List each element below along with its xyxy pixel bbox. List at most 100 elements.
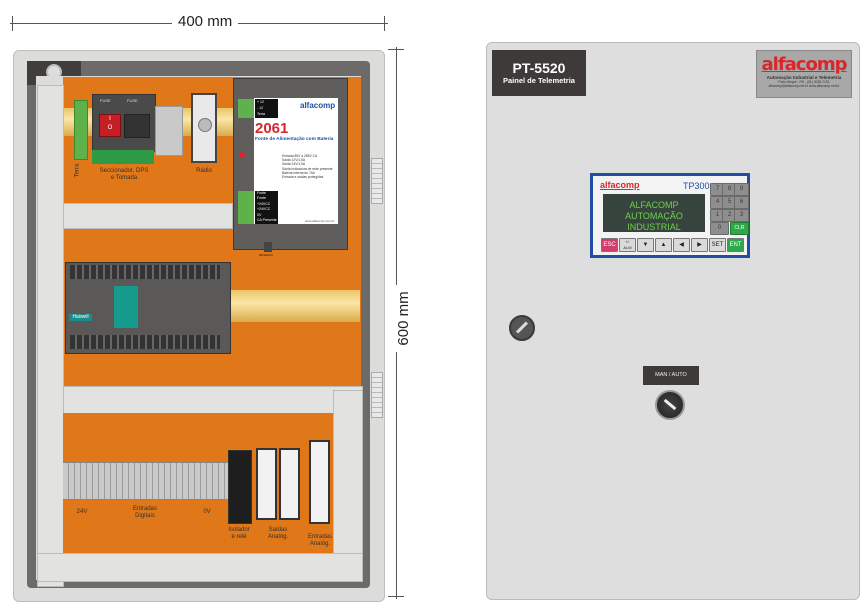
brand-address: Porto Alegre - RS - (51) 3026-7151 bbox=[778, 80, 830, 84]
left-arrow-key[interactable]: ◀ bbox=[673, 238, 690, 252]
brand-tagline: Automação Industrial e Telemetria bbox=[766, 75, 842, 80]
brand-logo-plate: alfacomp Automação Industrial e Telemetr… bbox=[756, 50, 852, 98]
enter-key[interactable]: ENT bbox=[727, 238, 744, 252]
plc-brand-label: Haiwell bbox=[72, 314, 89, 320]
switch-on-label: I bbox=[109, 116, 111, 122]
panel-door bbox=[486, 42, 860, 600]
height-label: 600 mm bbox=[395, 285, 412, 352]
terminal-24v-label: 24V bbox=[76, 509, 88, 515]
numpad-key-7[interactable]: 7 bbox=[710, 183, 725, 196]
ground-bar-label: Terra bbox=[74, 163, 81, 178]
digital-inputs-label: Entradas Digitais bbox=[132, 506, 157, 519]
psu-fuse-label: RESERVA bbox=[259, 253, 274, 257]
hmi-brand-logo: alfacomp bbox=[600, 180, 640, 190]
plc-bottom-terminals bbox=[70, 335, 220, 349]
numpad-key-9[interactable]: 9 bbox=[734, 183, 749, 196]
man-auto-selector-knob[interactable] bbox=[655, 390, 685, 420]
relay-isolator-label: Isolador e relé bbox=[228, 527, 250, 540]
numpad-key-clr[interactable]: CLR bbox=[730, 222, 749, 235]
psu-specs: Entrada 85V a 265V CA Saída 12V/1,5A Saí… bbox=[282, 154, 338, 179]
up-arrow-key[interactable]: ▲ bbox=[655, 238, 672, 252]
plc-brand-badge: Haiwell bbox=[69, 314, 92, 321]
terminal-block-strip bbox=[63, 462, 228, 500]
door-lock-icon[interactable] bbox=[509, 315, 535, 341]
psu-terminal-label: Terra bbox=[257, 112, 265, 116]
alarm-key[interactable]: +/- ALM bbox=[619, 238, 636, 252]
brand-contact: alfacomp@alfacomp.net.br www.alfacomp.ne… bbox=[768, 84, 840, 88]
wire-duct-bottom bbox=[63, 386, 363, 414]
disconnect-terminal-board bbox=[92, 150, 154, 164]
numpad-key-0[interactable]: 0 bbox=[710, 222, 729, 235]
psu-spec-line: Saída indicadora de rede presente bbox=[282, 166, 333, 171]
psu-terminal-label: + 12 bbox=[257, 100, 264, 104]
radio-antenna-connector bbox=[198, 118, 212, 132]
power-switch: I O bbox=[99, 114, 121, 137]
power-socket bbox=[124, 114, 150, 138]
psu-bottom-terminal-labels: Fonte Fonte +24VCC +24VCC 0V CA Presente bbox=[255, 191, 278, 224]
analog-output-module-2 bbox=[279, 448, 300, 520]
circuit-breakers bbox=[155, 106, 183, 156]
hmi-model: TP300 bbox=[683, 181, 710, 191]
down-arrow-key[interactable]: ▼ bbox=[637, 238, 654, 252]
hinge-top bbox=[371, 158, 383, 204]
psu-spec-line: Entrada e saídas protegidas bbox=[282, 175, 324, 180]
psu-terminal-label: +24VCC bbox=[257, 207, 271, 212]
psu-website: www.alfacomp.com.br bbox=[305, 219, 335, 223]
wire-duct-lower bbox=[37, 553, 363, 582]
psu-terminal-label: +24VCC bbox=[257, 201, 271, 206]
width-label: 400 mm bbox=[172, 13, 239, 30]
switch-off-label: O bbox=[107, 125, 113, 131]
psu-terminal-label: 0V bbox=[257, 212, 262, 217]
model-subtitle: Painel de Telemetria bbox=[503, 76, 575, 85]
hinge-bottom bbox=[371, 372, 383, 418]
disconnect-label: Seccionador, DPS e Tomada bbox=[99, 168, 149, 181]
psu-model: 2061 bbox=[255, 120, 289, 137]
radio-label: Rádio bbox=[196, 168, 212, 174]
psu-terminal-label: - 12 bbox=[257, 106, 264, 110]
psu-terminal-label: CA Presente bbox=[257, 218, 277, 223]
fuse-label-1: FUSE bbox=[100, 98, 111, 103]
numpad-key-2[interactable]: 2 bbox=[722, 209, 737, 222]
psu-fuse-holder bbox=[264, 242, 272, 252]
display-line-2: AUTOMAÇÃO INDUSTRIAL bbox=[625, 211, 683, 232]
selector-label: MAN / AUTO bbox=[655, 372, 687, 378]
psu-top-terminal-labels: + 12 - 12 Terra bbox=[255, 99, 278, 118]
esc-key[interactable]: ESC bbox=[601, 238, 618, 252]
wire-duct-right bbox=[333, 390, 363, 582]
display-line-1: ALFACOMP bbox=[629, 200, 679, 210]
psu-title: Fonte de Alimentação com Bateria bbox=[255, 137, 334, 142]
analog-outputs-label: Saídas Analóg. bbox=[267, 527, 289, 540]
terminal-0v-label: 0V bbox=[203, 509, 211, 515]
plc-top-terminals bbox=[70, 265, 220, 279]
brand-logo: alfacomp bbox=[761, 54, 848, 75]
set-key[interactable]: SET bbox=[709, 238, 726, 252]
psu-spec-line: Entrada 85V a 265V CA bbox=[282, 154, 318, 158]
psu-bottom-terminals bbox=[238, 191, 254, 224]
plc-io-indicator-panel bbox=[114, 286, 138, 328]
hmi-panel[interactable]: alfacomp TP300 ALFACOMP AUTOMAÇÃO INDUST… bbox=[590, 173, 750, 258]
psu-brand-logo: alfacomp bbox=[300, 101, 336, 110]
psu-top-terminals bbox=[238, 99, 254, 118]
psu-terminal-label: Fonte bbox=[257, 191, 266, 195]
psu-spec-line: Saída 24V/1,5A bbox=[282, 162, 306, 167]
model-nameplate: PT-5520 Painel de Telemetria bbox=[492, 50, 586, 96]
ground-terminal-bar bbox=[74, 100, 88, 160]
analog-inputs-label: Entradas Analóg. bbox=[307, 534, 332, 547]
model-number: PT-5520 bbox=[512, 60, 566, 76]
psu-spec-line: Saída 12V/1,5A bbox=[282, 158, 306, 163]
relay-isolator-module bbox=[228, 450, 252, 524]
analog-output-module-1 bbox=[256, 448, 277, 520]
analog-input-module bbox=[309, 440, 330, 524]
selector-label-plate: MAN / AUTO bbox=[643, 366, 699, 385]
wire-duct-horizontal bbox=[63, 203, 233, 229]
psu-spec-line: Bateria interna de 7Ah bbox=[282, 170, 315, 175]
hmi-display: ALFACOMP AUTOMAÇÃO INDUSTRIAL bbox=[603, 194, 705, 232]
numpad-key-6[interactable]: 6 bbox=[734, 196, 749, 209]
psu-led bbox=[239, 152, 245, 158]
fuse-label-2: FUSE bbox=[127, 98, 138, 103]
wire-duct-left bbox=[37, 85, 64, 587]
psu-terminal-label: Fonte bbox=[257, 196, 266, 201]
numpad-key-3[interactable]: 3 bbox=[734, 209, 749, 222]
din-rail-2 bbox=[230, 290, 360, 322]
right-arrow-key[interactable]: ▶ bbox=[691, 238, 708, 252]
